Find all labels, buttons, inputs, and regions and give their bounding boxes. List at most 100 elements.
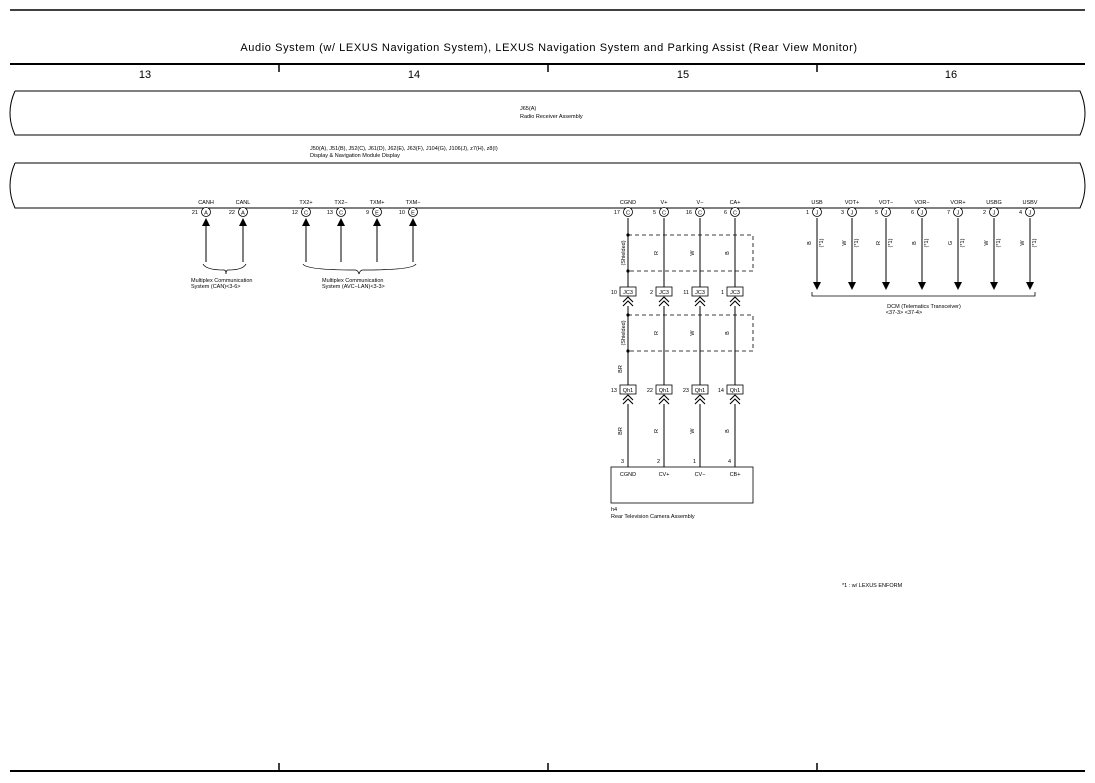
column-number: 16 (945, 69, 957, 81)
splice-dot (626, 349, 630, 353)
connector-chevron-icon (694, 394, 706, 405)
footnote: *1 : w/ LEXUS ENFORM (842, 583, 903, 589)
qh1-label: Qh1 (659, 388, 669, 394)
connector-chevron-icon (658, 296, 670, 307)
avc-brace (302, 263, 417, 275)
qh1-pin-number: 14 (718, 388, 724, 394)
wire-color-label: R (654, 251, 660, 255)
wire-color-label: B (807, 241, 813, 245)
pin-number: 1 (806, 210, 809, 216)
connector-circle (989, 207, 999, 217)
pin-signal-name: V+ (661, 200, 668, 206)
connector-letter: J (957, 211, 960, 217)
camera-pin-number: 4 (728, 459, 731, 465)
pin-signal-name: USBV (1023, 200, 1038, 206)
jc3-label: JC3 (730, 290, 740, 296)
connector-circle (1025, 207, 1035, 217)
pin-number: 10 (399, 210, 405, 216)
connector-letter: C (304, 211, 308, 217)
jc3-label: JC3 (695, 290, 705, 296)
connector-letter: J (993, 211, 996, 217)
shield-box (627, 314, 754, 352)
wire-color-label: B (725, 331, 731, 335)
jc3-label: JC3 (623, 290, 633, 296)
pin-number: 22 (229, 210, 235, 216)
camera-assembly-box (610, 466, 754, 504)
connector-circle (301, 207, 311, 217)
connector-letter: J (816, 211, 819, 217)
jc3-pin-number: 11 (683, 290, 689, 296)
pin-number: 17 (614, 210, 620, 216)
connector-letter: C (339, 211, 343, 217)
jc3-pin-number: 1 (721, 290, 724, 296)
pin-signal-name: V− (697, 200, 704, 206)
connector-chevron-icon (658, 394, 670, 405)
junction-connector-jc3: JC3 11 (683, 286, 709, 297)
pin-signal-name: TXM− (406, 200, 421, 206)
connector-chevron-icon (622, 296, 634, 307)
wire-note-mark: (*1) (960, 238, 966, 247)
pin-signal-name: VOR− (914, 200, 929, 206)
jc3-pin-number: 2 (650, 290, 653, 296)
wire-color-label: B (912, 241, 918, 245)
connector-letter: J (921, 211, 924, 217)
diagram-title: Audio System (w/ LEXUS Navigation System… (240, 42, 857, 54)
pin-number: 6 (911, 210, 914, 216)
junction-connector-jc3: JC3 10 (611, 286, 637, 297)
pin-signal-name: TX2− (334, 200, 347, 206)
qh1-label: Qh1 (623, 388, 633, 394)
display-navigation-module: J50(A), J51(B), J52(C), J61(D), J62(E), … (9, 146, 1086, 209)
connector-circle (917, 207, 927, 217)
camera-pin-number: 2 (657, 459, 660, 465)
radio-receiver-name: Radio Receiver Assembly (520, 114, 583, 120)
qh1-pin-number: 13 (611, 388, 617, 394)
wire-color-label: B (725, 429, 731, 433)
connector-letter: J (885, 211, 888, 217)
connector-circle (730, 207, 740, 217)
radio-receiver-assembly: J65(A) Radio Receiver Assembly (9, 90, 1086, 136)
wire-color-label: W (984, 240, 990, 246)
wire-note-mark: (*1) (924, 238, 930, 247)
wire-color-label: W (690, 250, 696, 256)
connector-circle (336, 207, 346, 217)
wire-note-mark: (*1) (854, 238, 860, 247)
connector-letter: E (375, 211, 379, 217)
pin-number: 9 (366, 210, 369, 216)
pin-signal-name: CANH (198, 200, 214, 206)
connector-letter: J (1029, 211, 1032, 217)
connector-circle (238, 207, 248, 217)
wire-color-label: BR (618, 365, 624, 373)
connector-circle (201, 207, 211, 217)
wire-color-label: BR (618, 427, 624, 435)
wire-note-mark: (*1) (888, 238, 894, 247)
connector-pin: VOR−6 J (911, 200, 930, 217)
pin-number: 6 (724, 210, 727, 216)
dcm-brace (811, 292, 1036, 297)
pin-signal-name: TX2+ (299, 200, 312, 206)
connector-letter: A (204, 211, 208, 217)
can-reference-line1: Multiplex Communication (191, 278, 252, 284)
pin-signal-name: VOT− (879, 200, 894, 206)
wire-color-label: W (690, 330, 696, 336)
jc3-pin-number: 10 (611, 290, 617, 296)
wire-color-label: W (842, 240, 848, 246)
qh1-label: Qh1 (695, 388, 705, 394)
pin-number: 7 (947, 210, 950, 216)
camera-pin-number: 1 (693, 459, 696, 465)
connector-circle (408, 207, 418, 217)
connector-chevron-icon (729, 296, 741, 307)
dcm-name: DCM (Telematics Transceiver) (887, 304, 961, 310)
